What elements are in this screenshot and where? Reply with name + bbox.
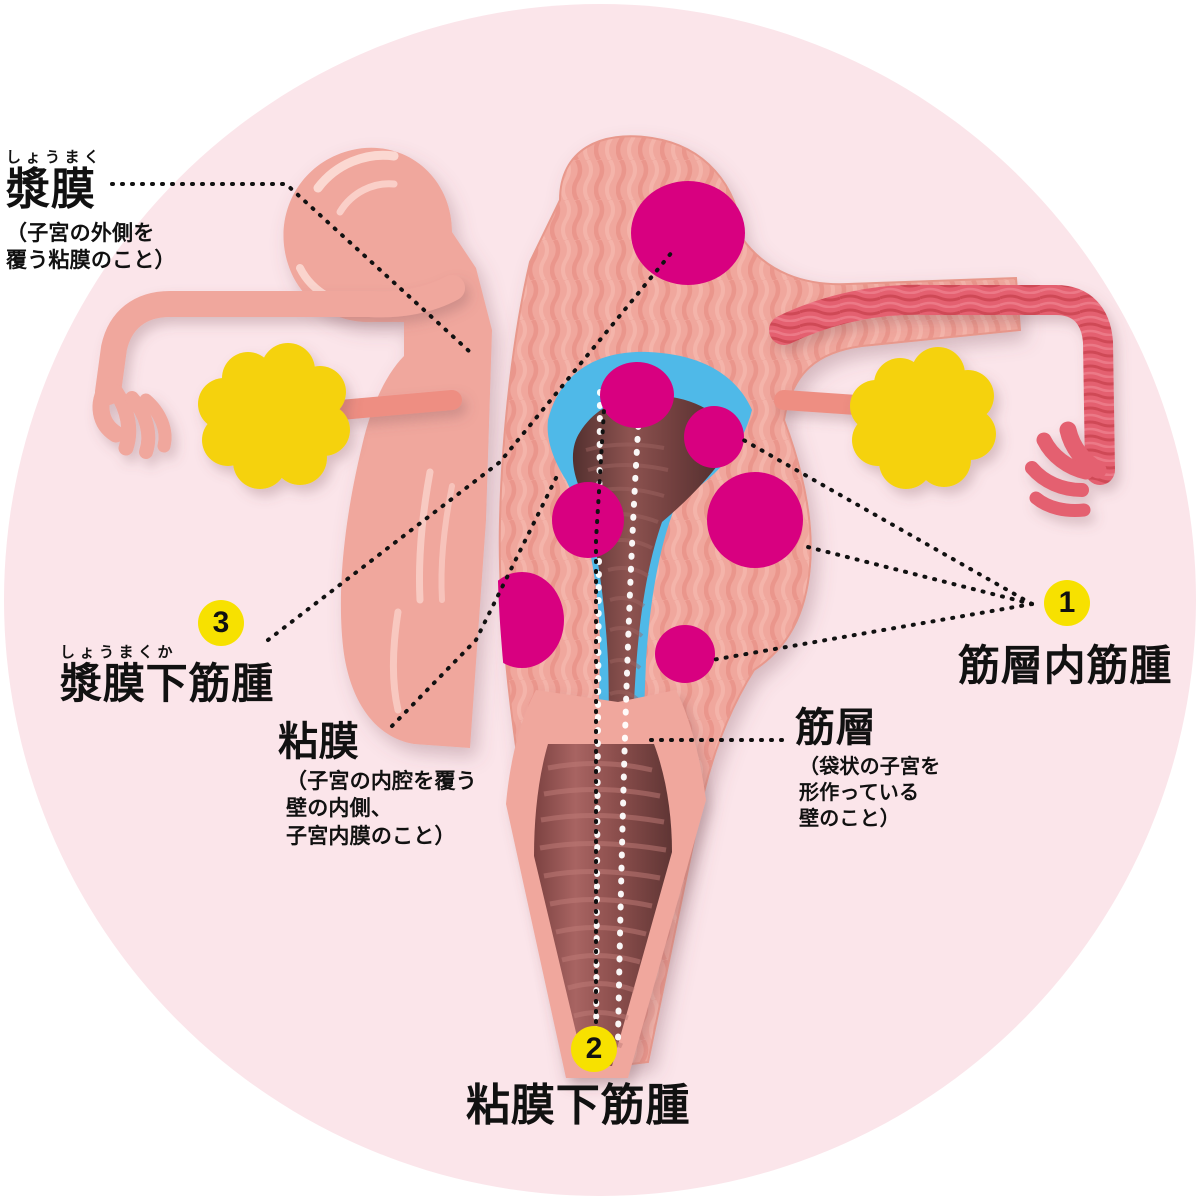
- badge-2-submucosal[interactable]: 2: [571, 1026, 617, 1072]
- fibroid-intramural-small: [684, 406, 744, 468]
- label-mucosa: 粘膜 （子宮の内腔を覆う 壁の内側、 子宮内膜のこと）: [278, 722, 477, 850]
- leader-subserosal: [266, 250, 674, 642]
- right-ovary: [850, 347, 996, 489]
- label-submucosal-fibroid: 粘膜下筋腫: [466, 1084, 690, 1128]
- serosa-description: （子宮の外側を 覆う粘膜のこと）: [6, 222, 176, 273]
- leader-intramural-a: [738, 436, 1034, 606]
- subserosal-title: 漿膜下筋腫: [60, 660, 275, 707]
- submucosal-title: 粘膜下筋腫: [466, 1081, 691, 1130]
- label-myometrium: 筋層 （袋状の子宮を 形作っている 壁のこと）: [795, 708, 940, 832]
- leader-intramural-c: [710, 602, 1034, 662]
- label-subserosal-fibroid: しょうまくか 漿膜下筋腫: [60, 645, 274, 705]
- badge-1-intramural[interactable]: 1: [1044, 580, 1090, 626]
- leader-lines: [110, 182, 1034, 1024]
- mucosa-title: 粘膜: [278, 720, 360, 764]
- myometrium-title: 筋層: [795, 706, 877, 750]
- fibroid-submucosal-lower: [552, 482, 624, 558]
- badge-3-subserosal[interactable]: 3: [198, 600, 244, 646]
- fibroids: [552, 181, 803, 683]
- fibroid-intramural-lower: [655, 625, 715, 683]
- label-intramural-fibroid: 筋層内筋腫: [958, 645, 1172, 687]
- intramural-title: 筋層内筋腫: [958, 642, 1173, 689]
- leader-mucosa: [390, 468, 562, 728]
- label-serosa: しょうまく 漿膜 （子宮の外側を 覆う粘膜のこと）: [6, 150, 176, 275]
- fibroid-fundal-subserosal: [631, 181, 745, 285]
- left-ovary: [198, 343, 350, 489]
- leader-submucosal-a: [594, 408, 606, 1024]
- serosa-title: 漿膜: [6, 165, 96, 214]
- fibroid-submucosal-upper: [600, 362, 674, 428]
- leader-intramural-b: [798, 543, 1034, 606]
- fibroid-intramural-large: [707, 472, 803, 568]
- leader-serosa: [110, 182, 472, 354]
- fibroid-wall-left-clipped: [497, 572, 564, 668]
- mucosa-description: （子宮の内腔を覆う 壁の内側、 子宮内膜のこと）: [286, 770, 477, 848]
- subserosal-furigana: しょうまくか: [60, 644, 178, 661]
- myometrium-description: （袋状の子宮を 形作っている 壁のこと）: [799, 756, 941, 830]
- serosa-furigana: しょうまく: [6, 149, 104, 166]
